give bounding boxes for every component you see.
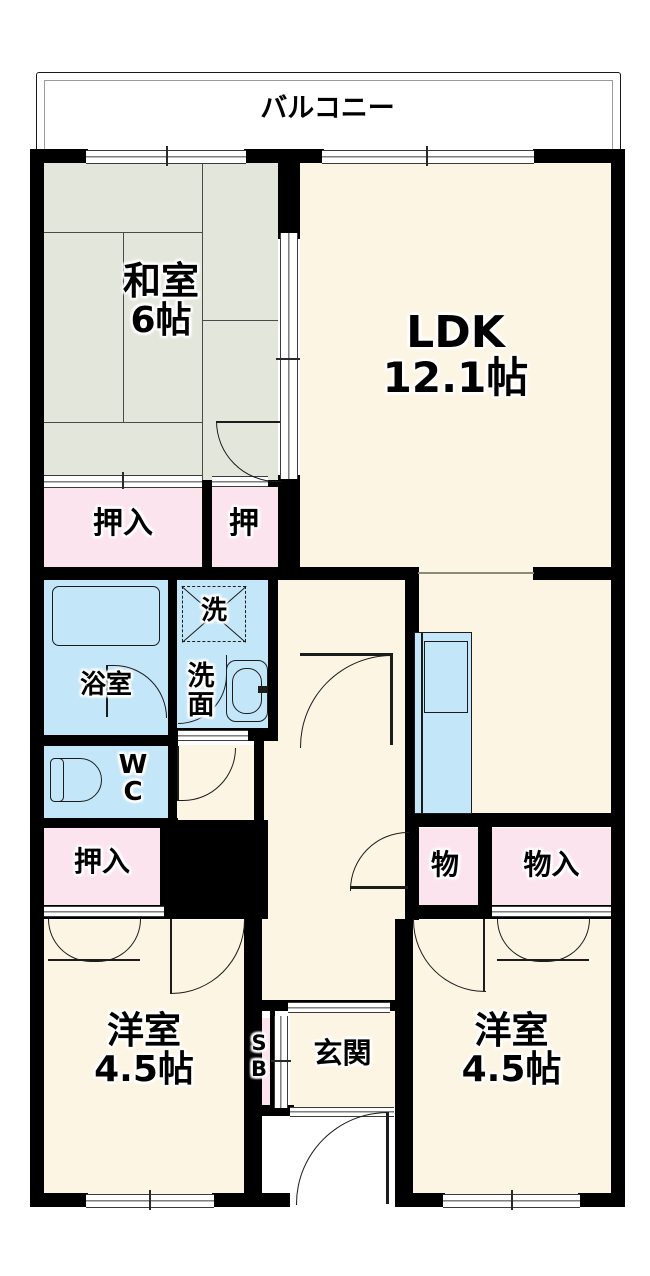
partition-ldk-bottom xyxy=(300,567,418,580)
entrance-front-door-leaf[interactable] xyxy=(386,1112,389,1204)
partition-bath-vanity xyxy=(168,575,177,735)
exterior-wall-bottom-left xyxy=(30,1193,88,1207)
exterior-wall-top-midright xyxy=(300,149,324,163)
kitchen-sink-icon xyxy=(424,641,468,713)
balcony-label: バルコニー xyxy=(260,93,395,124)
kitchen-counter-opening xyxy=(418,572,534,575)
exterior-wall-bottom-right xyxy=(578,1193,625,1207)
shoe-box-label: S B xyxy=(250,1031,267,1082)
yoshitsu-left-window-mullion xyxy=(149,1190,151,1210)
toilet-tank-icon xyxy=(50,758,64,802)
vanity-door[interactable] xyxy=(178,730,248,741)
tatami-seam xyxy=(44,422,202,424)
partition-hall-bedroom-right xyxy=(395,919,413,1207)
yoshitsu-left-name: 洋室 xyxy=(107,1009,181,1052)
partition-closet-divider xyxy=(202,480,212,567)
oshiire-hall-fill xyxy=(44,825,168,910)
bathtub-icon xyxy=(52,586,160,646)
toilet-door-leaf[interactable] xyxy=(177,746,179,800)
partition-bath-bottom xyxy=(30,735,178,746)
partition-washitsu-ldk-upper xyxy=(278,149,300,239)
ldk-size: 12.1帖 xyxy=(382,353,529,403)
toilet-label: W C xyxy=(118,750,148,808)
oshiire-hall-door[interactable] xyxy=(44,906,164,917)
washitsu-size: 6帖 xyxy=(130,299,192,341)
shoebox-door-mullion xyxy=(271,1060,291,1062)
yoshitsu-left-door-leaf[interactable] xyxy=(170,919,172,993)
partition-oshiire-hall-right xyxy=(160,820,268,912)
monoire-fold-leaf[interactable] xyxy=(497,959,589,961)
oshiire-door-mullion xyxy=(122,472,124,489)
oshi-washitsu-fill xyxy=(210,487,278,567)
ldk-label: LDK 12.1帖 xyxy=(300,307,611,403)
kitchen-counter-edge xyxy=(421,632,423,814)
exterior-wall-top-right xyxy=(533,149,625,163)
bath-label: 浴室 xyxy=(79,670,132,700)
partition-washitsu-ldk-lower xyxy=(278,475,300,575)
ldk-name: LDK xyxy=(406,307,505,358)
hall-kitchen-door-leaf[interactable] xyxy=(350,886,408,889)
ldk-floor xyxy=(300,163,611,575)
monoire-door[interactable] xyxy=(492,906,611,917)
monoire-fill xyxy=(492,828,611,910)
yoshitsu-right-size: 4.5帖 xyxy=(461,1048,562,1090)
mono-fill xyxy=(412,828,480,910)
hallway-floor xyxy=(262,575,412,1000)
exterior-wall-left xyxy=(30,149,44,1207)
partition-closet-bottom xyxy=(30,567,310,580)
exterior-wall-top-left xyxy=(30,149,88,163)
vanity-label: 洗 面 xyxy=(187,661,215,722)
entrance-inner-door[interactable] xyxy=(288,1002,390,1013)
yoshitsu-right-name: 洋室 xyxy=(474,1009,549,1052)
monoire-label: 物入 xyxy=(523,848,580,881)
partition-entrance-bottom xyxy=(244,1105,294,1116)
yoshitsu-right-label: 洋室 4.5帖 xyxy=(412,1009,611,1090)
washbasin-faucet-icon xyxy=(258,686,268,693)
washitsu-ldk-door-mullion xyxy=(276,358,300,360)
partition-mono-divider xyxy=(478,824,492,916)
washitsu-label: 和室 6帖 xyxy=(44,259,278,341)
oshi-washitsu-label: 押 xyxy=(229,506,259,541)
hall-ldk-door-jamb xyxy=(390,653,393,745)
oshiire-washitsu-fill xyxy=(44,487,202,567)
bath-door-leaf[interactable] xyxy=(106,665,108,717)
shoe-box-door[interactable] xyxy=(274,1016,288,1108)
partition-toilet-right xyxy=(168,745,177,823)
ldk-balcony-window[interactable] xyxy=(322,150,534,164)
mono-label: 物 xyxy=(430,848,459,881)
partition-hall-bedroom-left xyxy=(244,919,262,1207)
yoshitsu-left-label: 洋室 4.5帖 xyxy=(44,1009,244,1090)
tatami-seam xyxy=(202,163,204,485)
entrance-threshold[interactable] xyxy=(290,1107,394,1117)
partition-kitchen-bottom xyxy=(405,813,625,827)
yoshitsu-right-door-leaf[interactable] xyxy=(483,919,485,991)
exterior-wall-right xyxy=(611,149,625,1207)
ldk-window-mullion xyxy=(426,146,428,166)
entrance-floor xyxy=(290,1008,395,1108)
yoshitsu-left-closet-leaf[interactable] xyxy=(48,959,140,961)
partition-vanity-right-lower xyxy=(268,660,278,735)
washitsu-ldk-sliding-door[interactable] xyxy=(280,233,298,479)
entrance-front-door-arc xyxy=(296,1112,389,1205)
oshi-washitsu-door[interactable] xyxy=(212,476,268,487)
hall-ldk-door-leaf[interactable] xyxy=(300,653,392,656)
partition-hall-left-upper xyxy=(254,735,264,827)
partition-toilet-bottom xyxy=(30,818,178,828)
yoshitsu-left-size: 4.5帖 xyxy=(94,1048,194,1090)
tatami-seam xyxy=(202,320,278,322)
yoshitsu-right-window-mullion xyxy=(511,1190,513,1210)
balcony-inner-outline xyxy=(44,80,613,152)
washitsu-swing-door-leaf[interactable] xyxy=(216,421,280,423)
washbasin-bowl-inner xyxy=(232,668,262,714)
partition-vanity-right xyxy=(268,575,278,667)
washitsu-name: 和室 xyxy=(122,259,199,303)
tatami-seam xyxy=(123,232,125,422)
oshiire-washitsu-label: 押入 xyxy=(93,506,153,541)
washer-label: 洗 xyxy=(200,596,227,626)
partition-shoebox-right xyxy=(270,1008,275,1108)
oshiire-hall-label: 押入 xyxy=(73,845,130,878)
partition-kitchen-top-right xyxy=(533,567,625,580)
washitsu-window-mullion xyxy=(166,146,168,166)
entrance-label: 玄関 xyxy=(313,1036,372,1070)
